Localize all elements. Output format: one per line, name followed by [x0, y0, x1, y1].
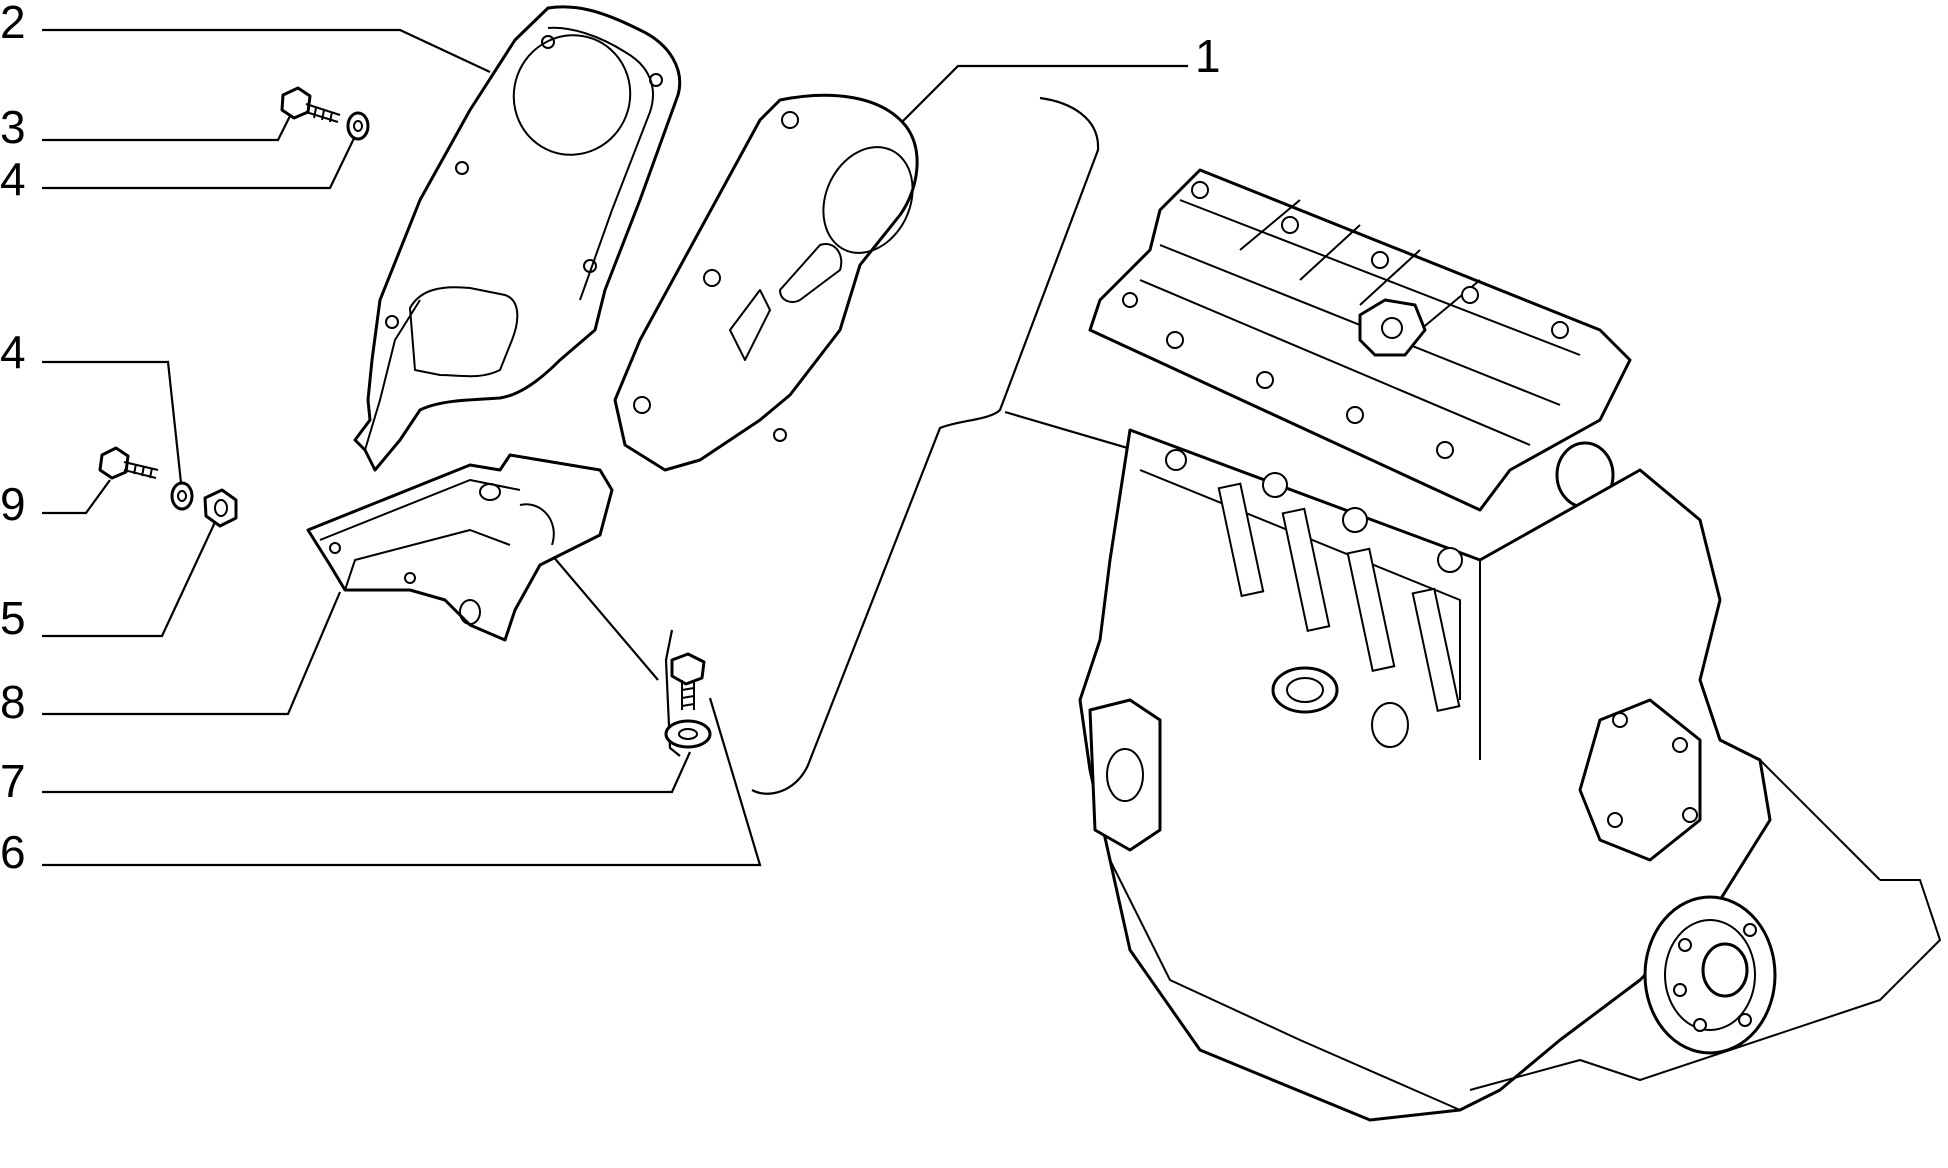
callout-3: 3: [0, 101, 26, 153]
curve-connector: [751, 96, 1100, 795]
leader-1: [899, 64, 1188, 125]
engine-assembly: [1078, 168, 1941, 1122]
callout-9: 9: [0, 478, 26, 530]
callout-4-lower: 4: [0, 326, 26, 378]
rear-timing-cover: [353, 5, 682, 472]
front-timing-cover: [613, 93, 919, 472]
leader-9: [42, 479, 111, 515]
washer-4-upper: [346, 111, 370, 141]
nut-5: [203, 488, 238, 528]
callout-2: 2: [0, 0, 26, 48]
leader-3: [42, 111, 293, 142]
leader-1-engine: [1004, 410, 1149, 456]
callout-8: 8: [0, 676, 26, 728]
bolt-9: [98, 446, 159, 480]
leader-8: [42, 591, 342, 716]
callout-7: 7: [0, 755, 26, 807]
washer-7: [664, 719, 712, 749]
leader-lines: [42, 28, 1188, 867]
bolt-3: [280, 86, 341, 123]
callout-1: 1: [1195, 30, 1221, 82]
bracket-8: [306, 453, 614, 642]
bolt-6: [670, 652, 706, 710]
leader-6: [42, 697, 762, 867]
leader-5: [42, 519, 217, 638]
leader-4-lower: [42, 360, 184, 493]
leader-4-upper: [42, 129, 359, 190]
washer-4-lower: [170, 481, 194, 511]
callout-4-upper: 4: [0, 153, 26, 205]
leader-2: [42, 28, 491, 73]
leader-7: [42, 751, 692, 794]
leader-6-bracket: [664, 629, 681, 757]
callout-6: 6: [0, 826, 26, 878]
callout-5: 5: [0, 592, 26, 644]
